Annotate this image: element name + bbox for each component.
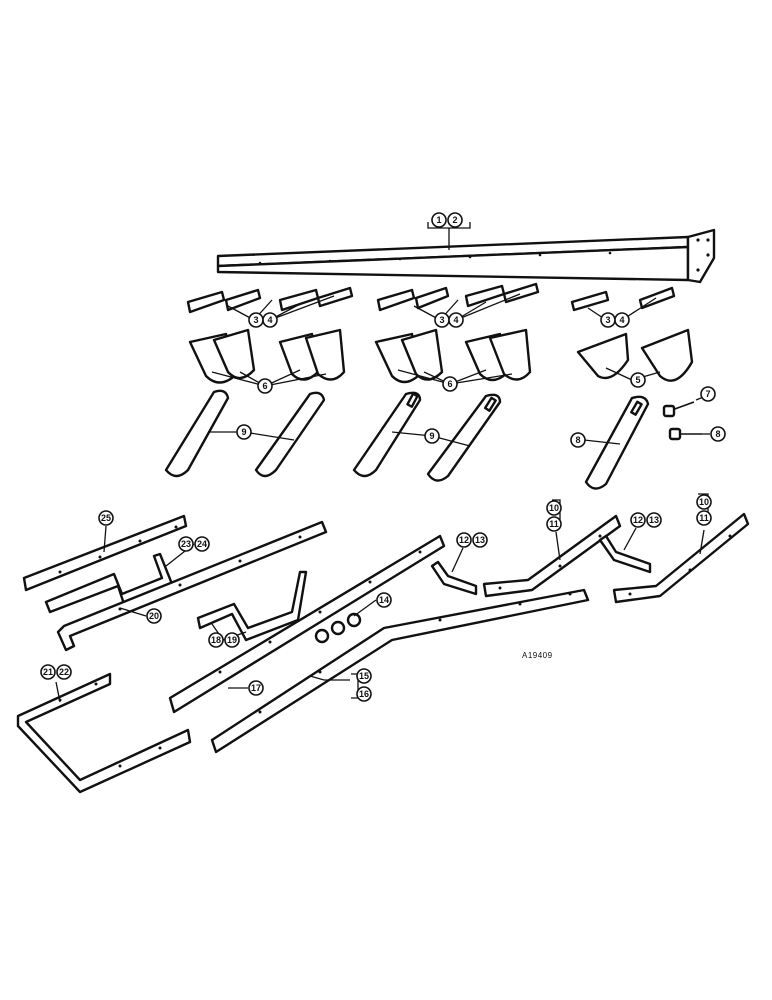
svg-text:7: 7 [705, 389, 710, 399]
callout-14: 14 [376, 592, 392, 608]
svg-text:14: 14 [379, 595, 389, 605]
callout-3: 3 [248, 312, 264, 328]
callout-19: 19 [224, 632, 240, 648]
callout-5: 5 [630, 372, 646, 388]
shanks-middle [352, 391, 502, 482]
callout-10: 10 [546, 500, 562, 516]
callout-22: 22 [56, 664, 72, 680]
bolt-8 [668, 427, 702, 441]
bracket-18-19 [196, 570, 308, 642]
shank-right [584, 395, 650, 490]
svg-text:24: 24 [197, 539, 207, 549]
clamp-plates-right [570, 286, 676, 312]
callout-18: 18 [208, 632, 224, 648]
callout-8: 8 [710, 426, 726, 442]
svg-text:11: 11 [549, 519, 559, 529]
clamp-plates-left [186, 286, 354, 314]
callout-6: 6 [442, 376, 458, 392]
svg-text:6: 6 [262, 381, 267, 391]
callout-10: 10 [696, 494, 712, 510]
svg-text:3: 3 [605, 315, 610, 325]
svg-text:13: 13 [649, 515, 659, 525]
svg-text:2: 2 [452, 215, 457, 225]
callout-17: 17 [248, 680, 264, 696]
callout-3: 3 [434, 312, 450, 328]
callout-23: 23 [178, 536, 194, 552]
svg-text:8: 8 [575, 435, 580, 445]
svg-text:9: 9 [429, 431, 434, 441]
callout-24: 24 [194, 536, 210, 552]
callout-4: 4 [448, 312, 464, 328]
bar-10-11-left [482, 514, 622, 598]
bar-25 [22, 514, 188, 592]
bar-15-16 [210, 588, 590, 754]
svg-text:23: 23 [181, 539, 191, 549]
callout-2: 2 [447, 212, 463, 228]
callout-12: 12 [456, 532, 472, 548]
svg-text:25: 25 [101, 513, 111, 523]
svg-text:16: 16 [359, 689, 369, 699]
svg-text:20: 20 [149, 611, 159, 621]
svg-text:19: 19 [227, 635, 237, 645]
callout-1: 1 [431, 212, 447, 228]
svg-text:10: 10 [549, 503, 559, 513]
callout-8: 8 [570, 432, 586, 448]
frame-21-22 [16, 672, 192, 794]
main-tool-bar [216, 228, 716, 284]
callout-9: 9 [424, 428, 440, 444]
callout-16: 16 [356, 686, 372, 702]
svg-text:3: 3 [253, 315, 258, 325]
bar-17 [168, 534, 446, 714]
svg-text:11: 11 [699, 513, 709, 523]
svg-text:4: 4 [619, 315, 624, 325]
callout-12: 12 [630, 512, 646, 528]
svg-text:12: 12 [633, 515, 643, 525]
svg-text:21: 21 [43, 667, 53, 677]
svg-text:4: 4 [453, 315, 458, 325]
callout-13: 13 [472, 532, 488, 548]
svg-text:1: 1 [436, 215, 441, 225]
shanks-left [164, 389, 326, 478]
callout-25: 25 [98, 510, 114, 526]
callout-11: 11 [696, 510, 712, 526]
bracket-12-13-left [430, 560, 478, 596]
svg-text:12: 12 [459, 535, 469, 545]
callout-7: 7 [700, 386, 716, 402]
bolt-7 [662, 401, 695, 418]
svg-text:15: 15 [359, 671, 369, 681]
callout-11: 11 [546, 516, 562, 532]
svg-text:5: 5 [635, 375, 640, 385]
bracket-23-24 [44, 552, 174, 614]
callout-6: 6 [257, 378, 273, 394]
svg-text:6: 6 [447, 379, 452, 389]
svg-text:8: 8 [715, 429, 720, 439]
svg-text:3: 3 [439, 315, 444, 325]
svg-text:17: 17 [251, 683, 261, 693]
callout-4: 4 [262, 312, 278, 328]
callout-20: 20 [146, 608, 162, 624]
svg-text:13: 13 [475, 535, 485, 545]
callout-21: 21 [40, 664, 56, 680]
shank-brackets-left [188, 328, 346, 384]
svg-text:18: 18 [211, 635, 221, 645]
shank-brackets-right [576, 328, 694, 382]
svg-text:4: 4 [267, 315, 272, 325]
svg-text:9: 9 [241, 427, 246, 437]
callout-15: 15 [356, 668, 372, 684]
svg-text:22: 22 [59, 667, 69, 677]
callout-9: 9 [236, 424, 252, 440]
svg-text:10: 10 [699, 497, 709, 507]
callout-4: 4 [614, 312, 630, 328]
figure-reference: A19409 [522, 651, 553, 660]
bar-10-11-right [612, 512, 750, 604]
washers-14 [314, 612, 362, 644]
callout-3: 3 [600, 312, 616, 328]
callout-13: 13 [646, 512, 662, 528]
bracket-12-13-right [598, 534, 652, 574]
